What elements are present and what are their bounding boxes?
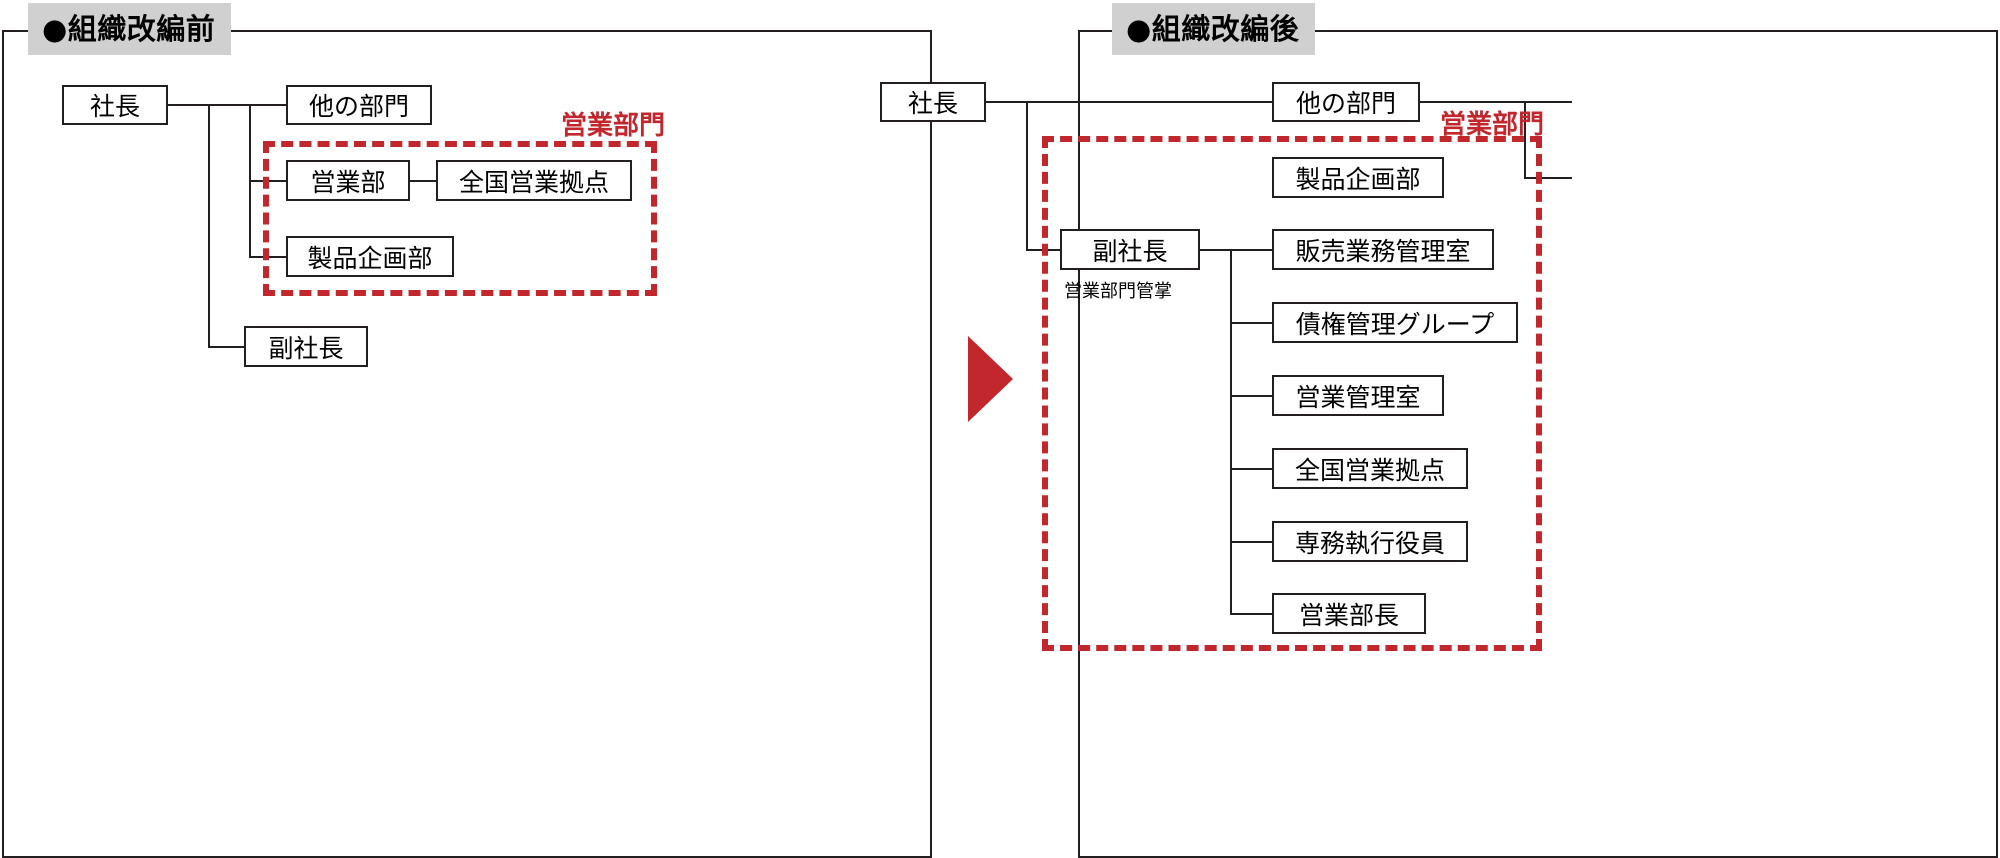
sales-division-highlight-label: 営業部門 (561, 111, 666, 141)
connector-to-credit-mgmt-group (1230, 322, 1272, 324)
node-president-before[interactable]: 社長 (62, 85, 168, 125)
sales-division-highlight-region (263, 141, 657, 296)
node-product-planning-after[interactable]: 製品企画部 (1272, 157, 1444, 198)
node-national-bases-before[interactable]: 全国営業拠点 (436, 160, 632, 201)
connector-president-vertical-main (208, 104, 210, 346)
connector-president-trunk (168, 104, 310, 106)
node-vice-president-sublabel: 営業部門管掌 (1064, 281, 1172, 302)
panel-title-before: ●組織改編前 (28, 3, 232, 55)
connector-to-vice-president (208, 346, 244, 348)
connector-to-sales-div-manager (1230, 613, 1272, 615)
node-other-depts-after[interactable]: 他の部門 (1272, 82, 1420, 122)
connector-vice-president-vertical (1230, 249, 1232, 614)
connector-sales-to-bases (410, 180, 436, 182)
connector-to-national-bases-after (1230, 468, 1272, 470)
connector-to-sales-mgmt-office (1230, 395, 1272, 397)
sales-division-highlight-label-after: 営業部門 (1440, 110, 1545, 140)
panel-title-after: ●組織改編後 (1112, 3, 1316, 55)
node-vice-president-before[interactable]: 副社長 (244, 326, 368, 367)
node-other-depts-before[interactable]: 他の部門 (286, 85, 432, 125)
connector-to-sales-admin-office (1230, 249, 1272, 251)
connector-president-trunk-after (986, 101, 1526, 103)
node-national-bases-after[interactable]: 全国営業拠点 (1272, 448, 1468, 489)
transition-arrow-icon (968, 336, 1013, 422)
connector-to-other-depts-after (1524, 101, 1572, 103)
sales-division-highlight-region-after (1042, 136, 1542, 651)
node-sales-div-manager[interactable]: 営業部長 (1272, 593, 1426, 634)
node-sales-mgmt-office[interactable]: 営業管理室 (1272, 375, 1444, 416)
connector-president-vertical-after (1026, 101, 1028, 250)
node-sales-admin-office[interactable]: 販売業務管理室 (1272, 229, 1494, 270)
connector-to-senior-exec-officer (1230, 541, 1272, 543)
node-senior-exec-officer[interactable]: 専務執行役員 (1272, 521, 1468, 562)
connector-to-other-depts (249, 104, 286, 106)
node-president-after[interactable]: 社長 (880, 82, 986, 122)
node-product-planning-before[interactable]: 製品企画部 (286, 236, 454, 277)
connector-to-product-planning-after (1524, 177, 1572, 179)
node-sales-dept-before[interactable]: 営業部 (286, 160, 410, 201)
node-credit-mgmt-group[interactable]: 債権管理グループ (1272, 302, 1518, 343)
node-vice-president-after[interactable]: 副社長 (1060, 229, 1200, 270)
